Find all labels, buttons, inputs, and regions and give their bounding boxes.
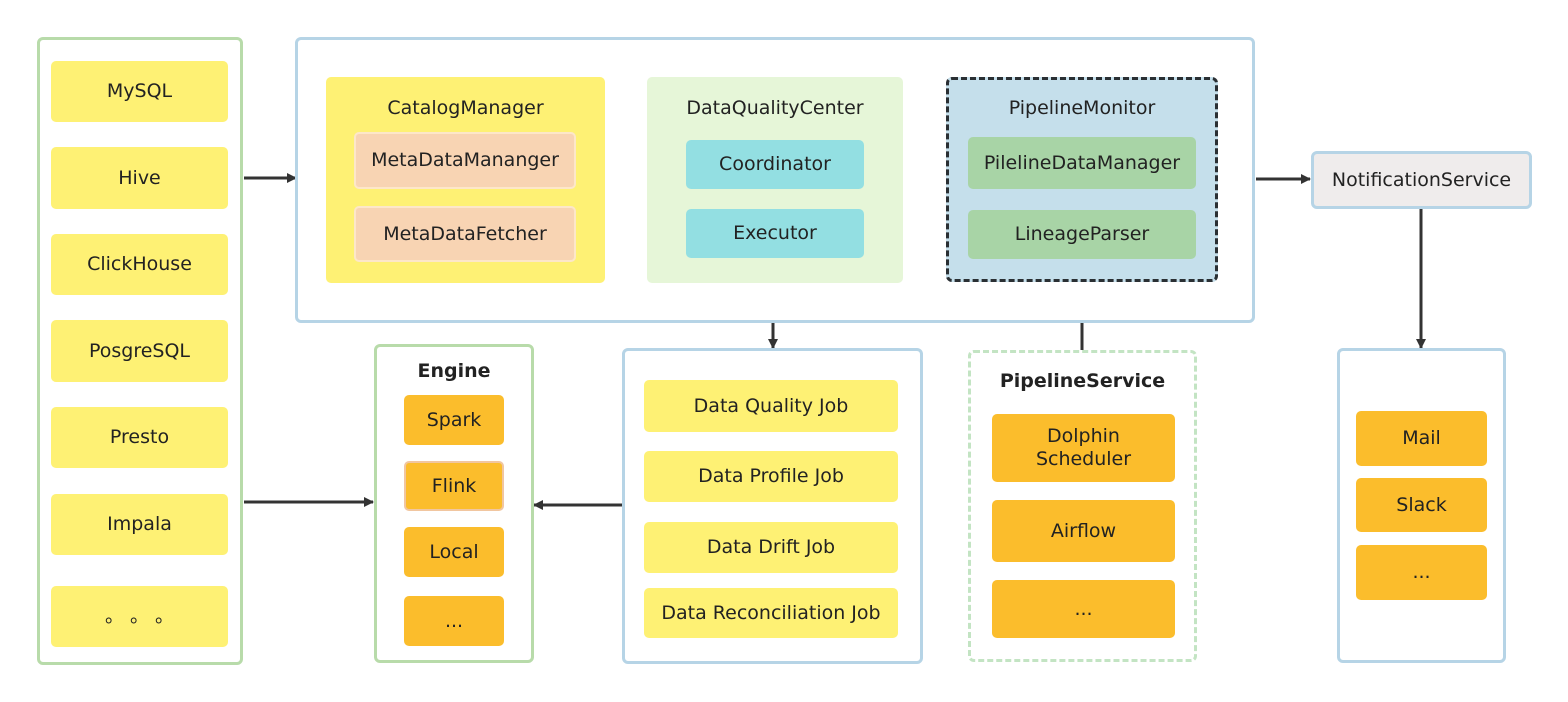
pipeline-dolphin-scheduler-label: Dolphin Scheduler	[1035, 425, 1132, 470]
pipeline-monitor-title: PipelineMonitor	[1008, 97, 1156, 119]
channel-more[interactable]: ...	[1356, 545, 1487, 600]
engine-title: Engine	[417, 360, 491, 382]
source-clickhouse[interactable]: ClickHouse	[51, 234, 228, 295]
job-data-profile[interactable]: Data Profile Job	[644, 451, 898, 502]
source-hive[interactable]: Hive	[51, 147, 228, 209]
lineage-parser[interactable]: LineageParser	[968, 210, 1196, 259]
catalog-manager-title: CatalogManager	[387, 97, 544, 119]
engine-flink[interactable]: Flink	[404, 461, 504, 511]
source-mysql[interactable]: MySQL	[51, 61, 228, 122]
channel-mail[interactable]: Mail	[1356, 411, 1487, 466]
job-data-reconciliation[interactable]: Data Reconciliation Job	[644, 588, 898, 638]
channel-slack[interactable]: Slack	[1356, 478, 1487, 532]
engine-more[interactable]: ...	[404, 596, 504, 646]
engine-spark[interactable]: Spark	[404, 395, 504, 445]
engine-local[interactable]: Local	[404, 527, 504, 577]
notification-service[interactable]: NotificationService	[1311, 151, 1532, 209]
job-data-drift[interactable]: Data Drift Job	[644, 522, 898, 573]
pipeline-service-title: PipelineService	[999, 370, 1166, 392]
pipeline-more[interactable]: ...	[992, 580, 1175, 638]
metadata-fetcher[interactable]: MetaDataFetcher	[354, 206, 576, 262]
pipeline-data-manager[interactable]: PilelineDataManager	[968, 137, 1196, 189]
executor[interactable]: Executor	[686, 209, 864, 258]
data-quality-center-title: DataQualityCenter	[686, 97, 864, 119]
source-presto[interactable]: Presto	[51, 407, 228, 468]
source-posgresql[interactable]: PosgreSQL	[51, 320, 228, 382]
coordinator[interactable]: Coordinator	[686, 140, 864, 189]
metadata-manager[interactable]: MetaDataMananger	[354, 132, 576, 189]
pipeline-dolphin-scheduler[interactable]: Dolphin Scheduler	[992, 414, 1175, 482]
pipeline-airflow[interactable]: Airflow	[992, 500, 1175, 562]
job-data-quality[interactable]: Data Quality Job	[644, 380, 898, 432]
source-more[interactable]: 。 。 。	[51, 586, 228, 647]
source-impala[interactable]: Impala	[51, 494, 228, 555]
